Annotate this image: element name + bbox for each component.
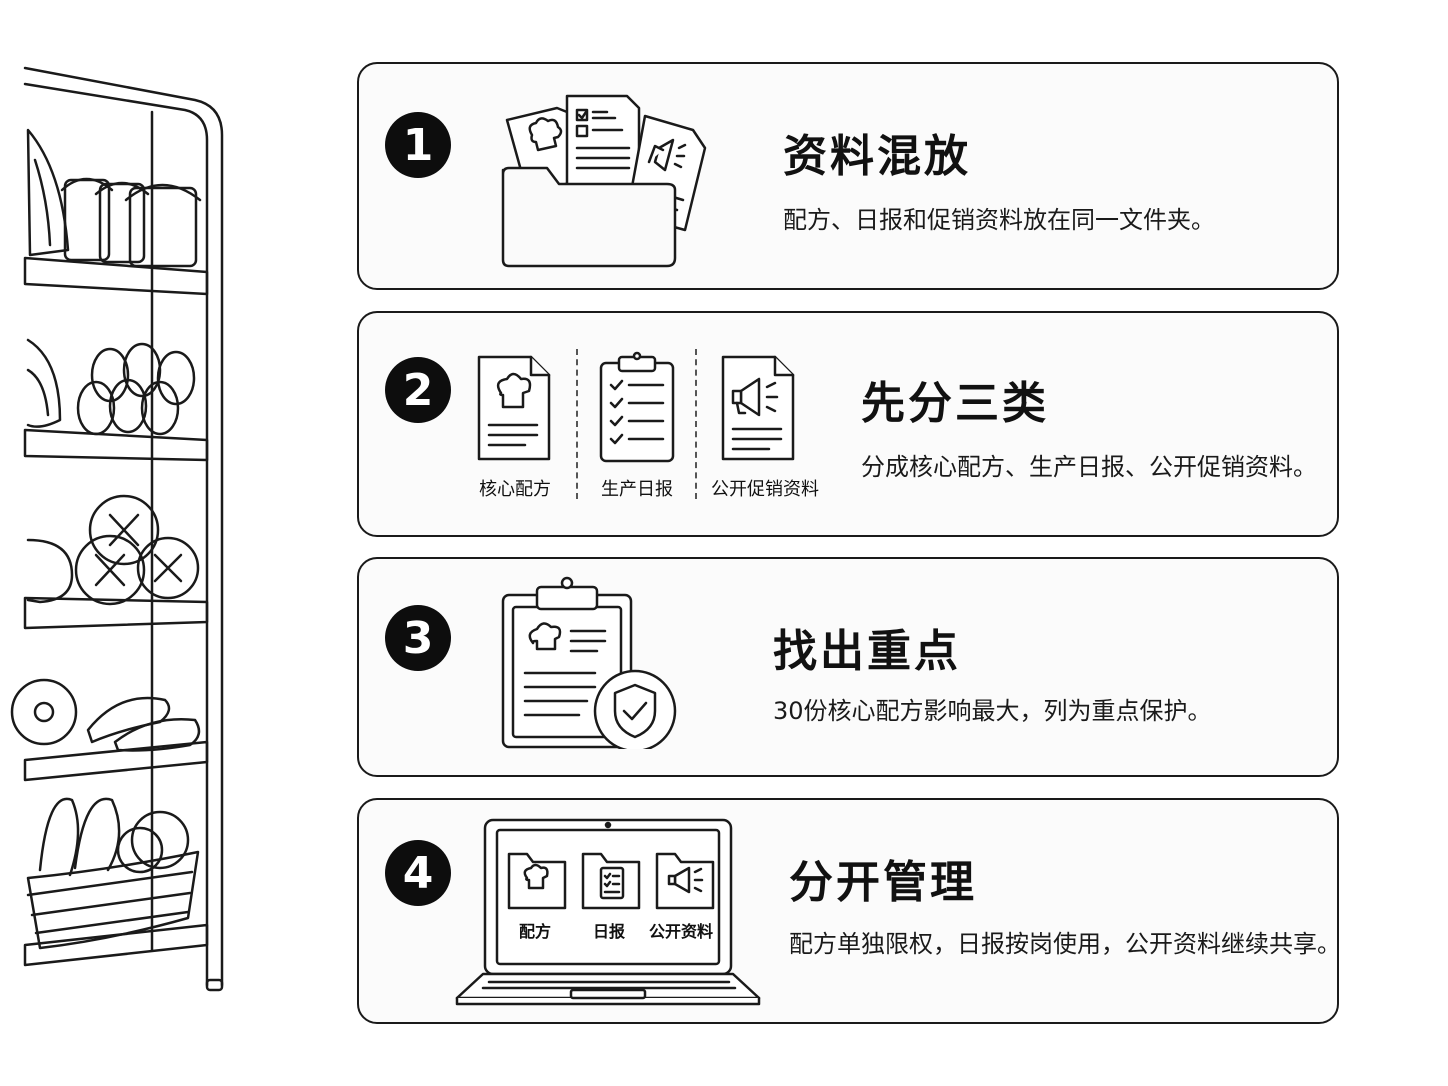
category-divider (576, 349, 578, 499)
step-card-4: 4 配方 日报 公开资料 分开管理 配方单独限权，日报按岗使用，公开资料继续共享 (357, 798, 1341, 1024)
step-card-1: 1 资料混放 配方、日报和促销资料放在同一文件夹。 (357, 62, 1339, 290)
recipe-document-icon (477, 355, 551, 461)
step-number-badge: 1 (385, 112, 451, 178)
promo-document-icon (721, 355, 795, 461)
step-title: 先分三类 (861, 378, 1049, 429)
step-description: 配方单独限权，日报按岗使用，公开资料继续共享。 (789, 930, 1341, 958)
folder-label-daily-report: 日报 (592, 922, 625, 941)
step-description: 分成核心配方、生产日报、公开促销资料。 (861, 453, 1317, 481)
step-number-badge: 3 (385, 605, 451, 671)
step-number-badge: 2 (385, 357, 451, 423)
bread-shelf-illustration (10, 66, 224, 992)
category-label-daily-report: 生产日报 (601, 479, 673, 500)
laptop-folders-icon (455, 818, 761, 1006)
checklist-document-icon (599, 351, 675, 463)
step-title: 找出重点 (773, 626, 961, 677)
protected-clipboard-icon (501, 576, 677, 749)
mixed-folder-icon (501, 94, 707, 268)
step-description: 30份核心配方影响最大，列为重点保护。 (773, 697, 1212, 725)
step-title: 分开管理 (789, 857, 977, 908)
category-label-public-promo: 公开促销资料 (711, 479, 819, 500)
step-card-3: 3 找出重点 30份核心配方影响最大，列为重点保护。 (357, 557, 1339, 777)
step-card-2: 2 核心配方 生产日报 (357, 311, 1339, 537)
folder-label-recipe: 配方 (518, 922, 551, 941)
folder-label-public-materials: 公开资料 (648, 922, 713, 941)
category-divider (695, 349, 697, 499)
step-title: 资料混放 (783, 131, 971, 182)
step-description: 配方、日报和促销资料放在同一文件夹。 (783, 206, 1215, 234)
category-label-recipe: 核心配方 (479, 479, 551, 500)
step-number-badge: 4 (385, 840, 451, 906)
